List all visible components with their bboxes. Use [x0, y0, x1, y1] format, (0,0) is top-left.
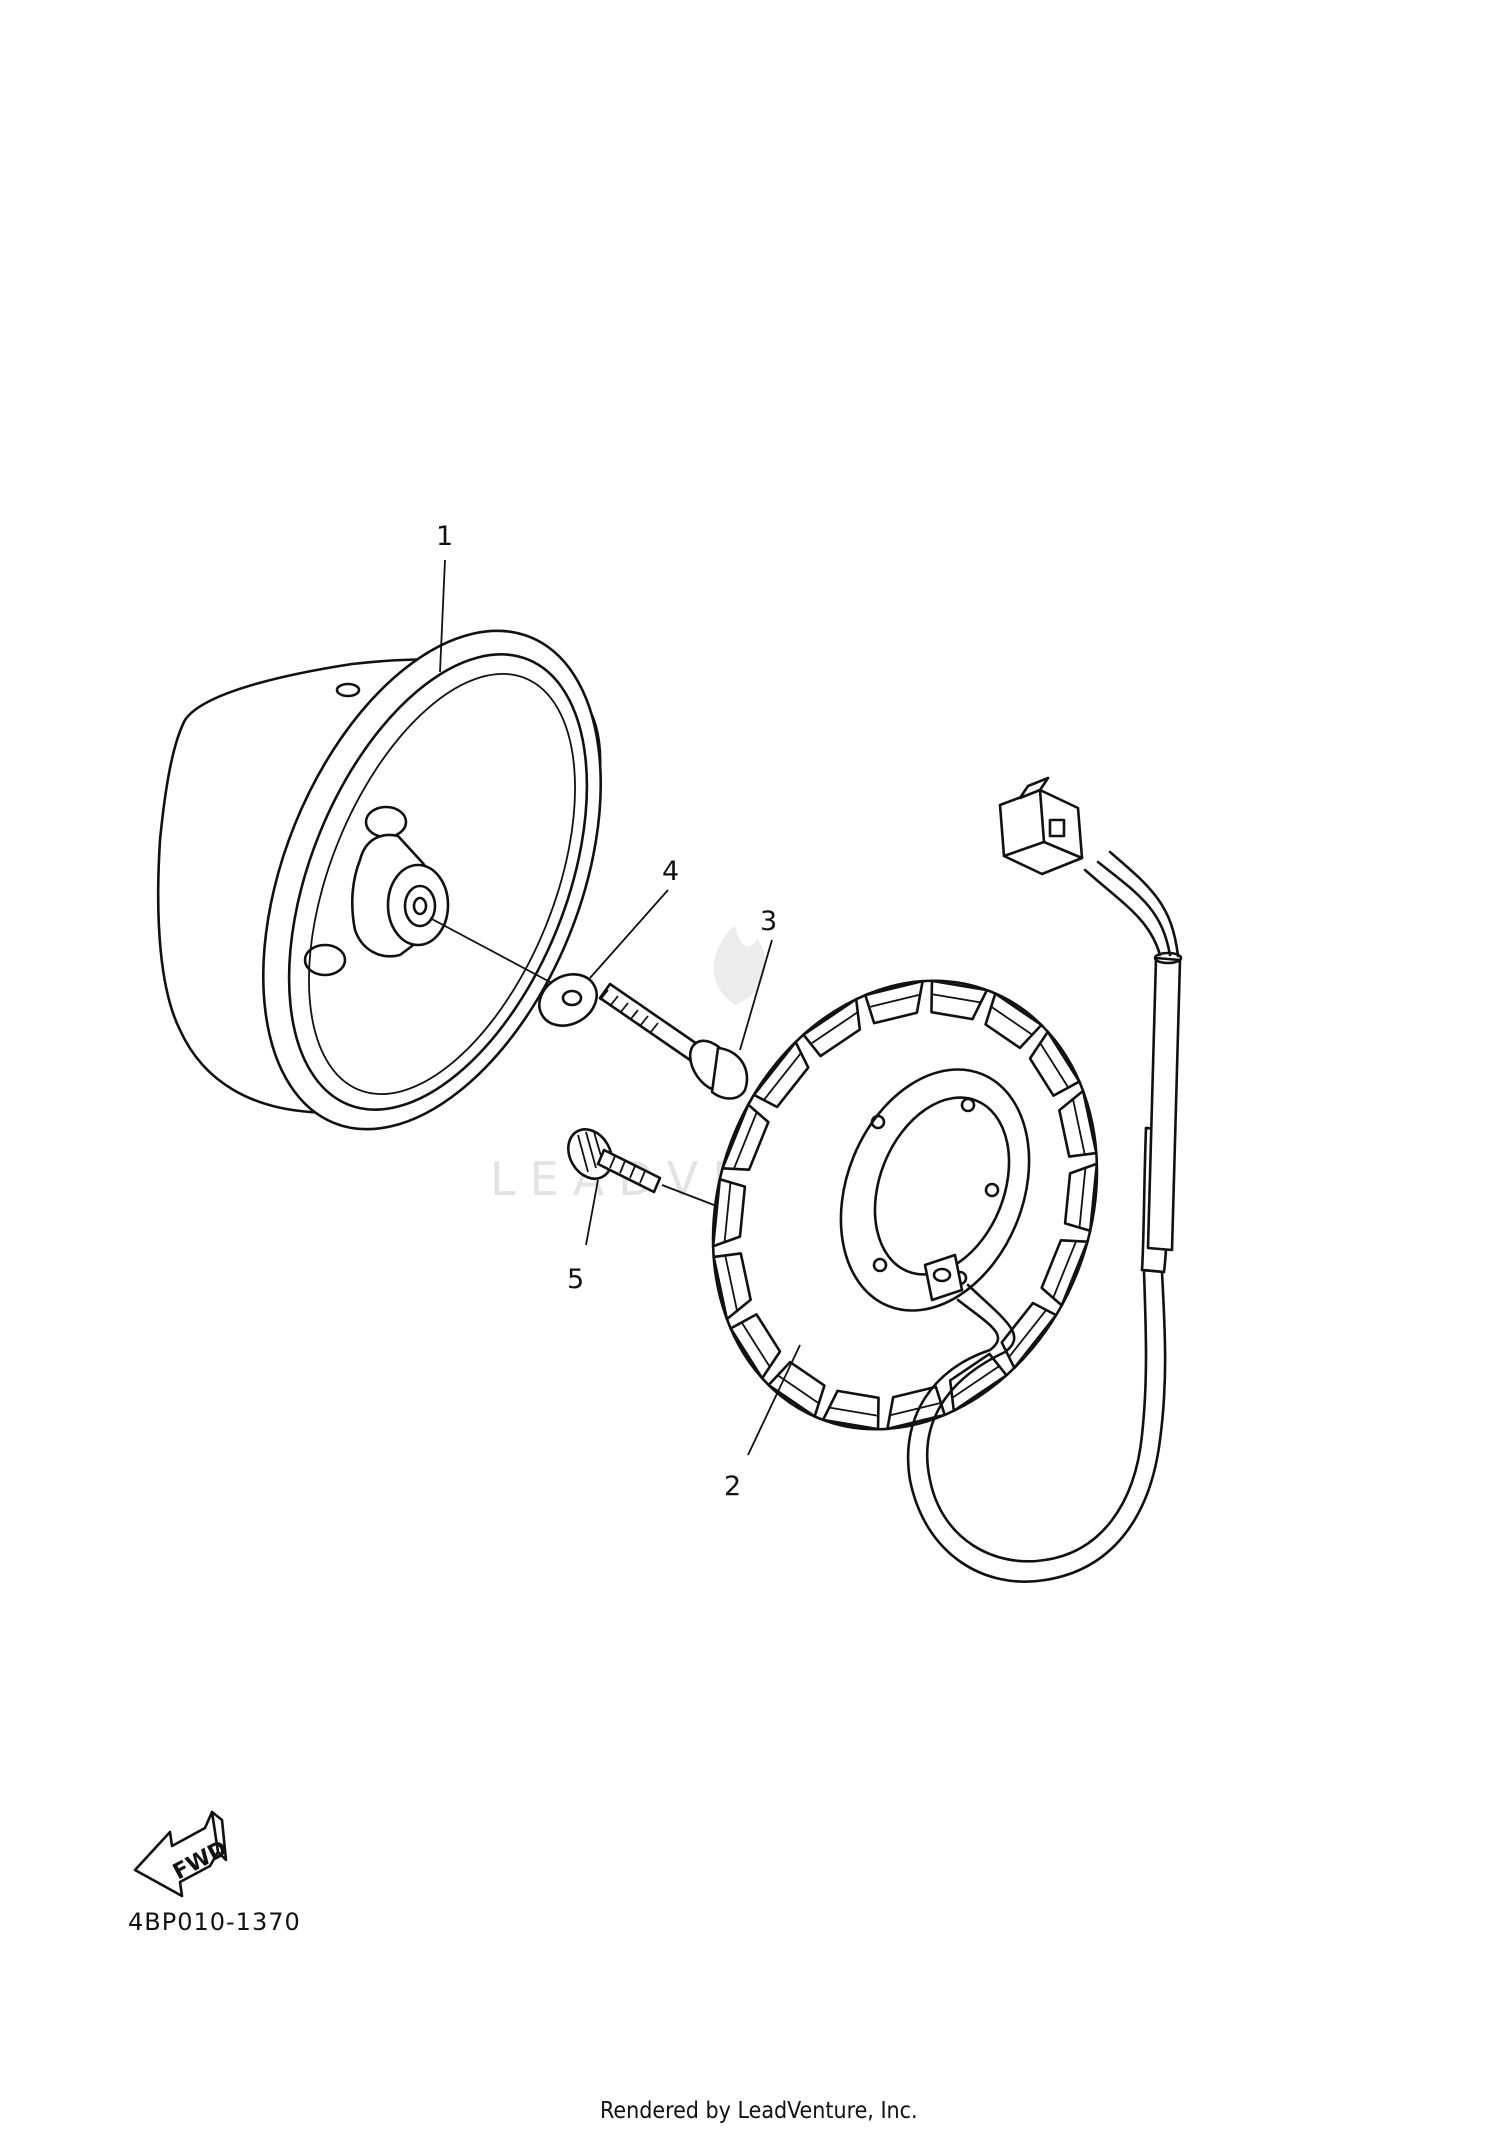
stator-pole-winding — [869, 993, 920, 1008]
stator-pole-winding — [1078, 1168, 1087, 1228]
stator-pole-winding — [733, 1112, 758, 1169]
washer — [538, 973, 598, 1027]
stator-pole — [948, 1352, 1008, 1413]
long-bolt — [598, 982, 749, 1100]
stator-pole-winding — [1052, 1241, 1077, 1298]
stator-pole-winding — [810, 1011, 858, 1045]
stator-pole-winding — [723, 1182, 732, 1242]
stator-pole-winding — [777, 1374, 819, 1404]
stator-pole-winding — [741, 1322, 771, 1367]
stator-pole — [1040, 1239, 1089, 1307]
callout-5: 5 — [567, 1264, 584, 1295]
stator-pole — [864, 979, 924, 1025]
stator-pole-winding — [1008, 1309, 1047, 1358]
stator-pole — [930, 979, 989, 1021]
stator-pole — [767, 1360, 826, 1418]
fwd-arrow-icon: FWD — [133, 1810, 232, 1898]
stator-pole-winding — [763, 1052, 802, 1101]
stator-pole — [752, 1040, 810, 1109]
short-screw — [567, 1128, 741, 1216]
callout-2: 2 — [724, 1471, 741, 1502]
stator-pole — [711, 1177, 747, 1248]
stator-pole-winding — [829, 1406, 879, 1417]
stator-pole-winding — [890, 1402, 941, 1417]
stator-pole — [721, 1103, 770, 1171]
stator-pole — [984, 992, 1043, 1050]
stator-pole — [1063, 1162, 1099, 1233]
stator-pole — [821, 1389, 880, 1431]
callout-4: 4 — [662, 856, 679, 887]
diagram-code: 4BP010-1370 — [128, 1908, 301, 1936]
stator-pole-winding — [991, 1006, 1033, 1036]
rotor-assembly — [156, 629, 603, 1131]
stator-assembly — [711, 776, 1183, 1583]
credit-text: Rendered by LeadVenture, Inc. — [600, 2098, 918, 2124]
callout-leaders — [439, 559, 773, 1246]
stator-pole-winding — [952, 1365, 1000, 1399]
callout-3: 3 — [760, 906, 777, 937]
stator-pole-winding — [1072, 1099, 1086, 1155]
stator-pole-winding — [1039, 1043, 1069, 1088]
callout-1: 1 — [436, 521, 453, 552]
stator-pole-winding — [724, 1255, 738, 1311]
stator-pole — [802, 997, 862, 1058]
stator-pole-winding — [931, 993, 981, 1004]
